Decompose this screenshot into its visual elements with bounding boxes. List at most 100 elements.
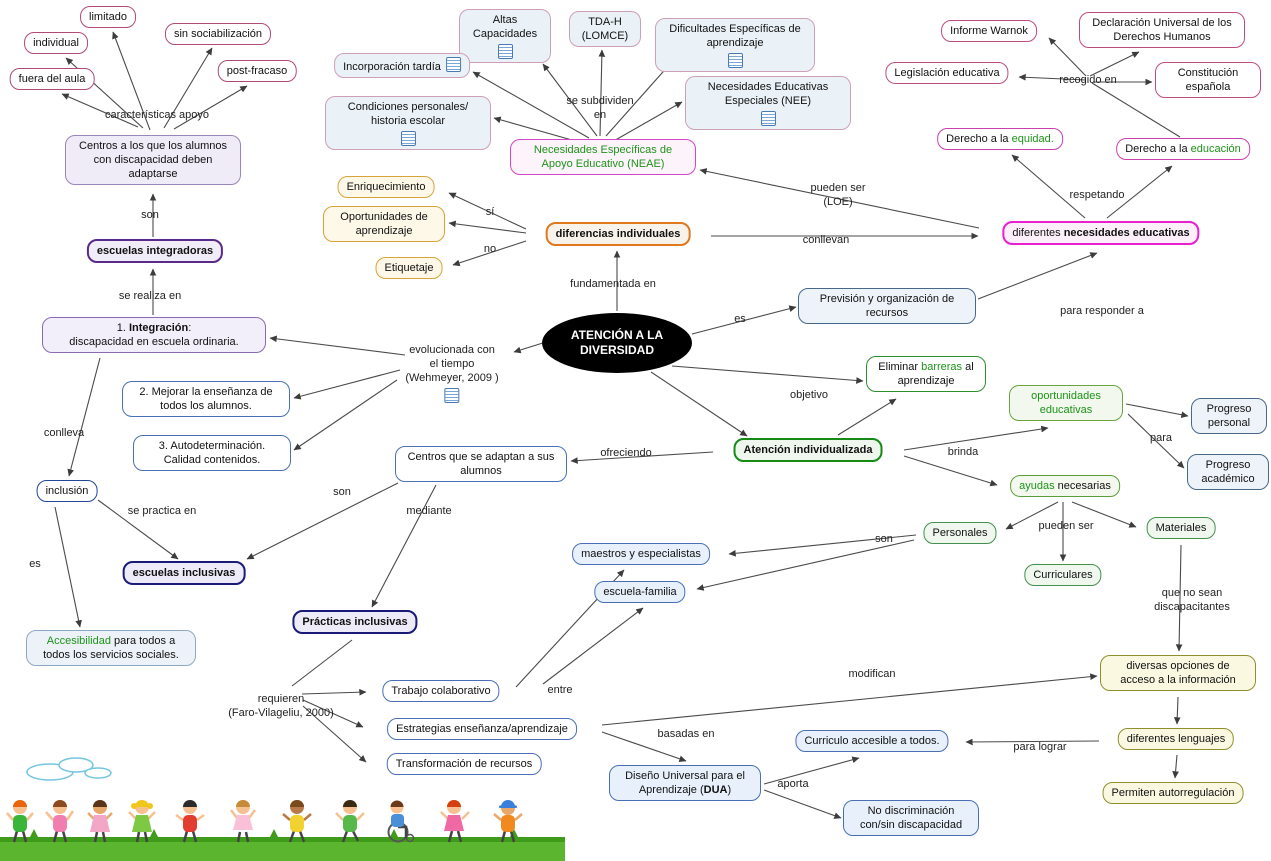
connector-arrow [1172,754,1179,779]
node-integracion[interactable]: 1. Integración: discapacidad en escuela … [42,317,266,354]
node-informe-warnok[interactable]: Informe Warnok [941,20,1037,43]
label-modifican-text: modifican [848,668,896,680]
label-son-1-text: son [141,209,159,221]
connector-arrow [97,499,179,560]
node-centros-adaptan[interactable]: Centros que se adaptan a sus alumnos [395,446,567,483]
node-neae[interactable]: Necesidades Específicas de Apoyo Educati… [510,139,696,176]
node-derecho-equidad[interactable]: Derecho a la equidad. [937,128,1063,151]
label-son-2: son [331,484,353,500]
node-etiquetaje[interactable]: Etiquetaje [375,257,443,280]
node-incorporacion-tardia[interactable]: Incorporación tardía [334,53,470,79]
node-diversas-opciones[interactable]: diversas opciones de acceso a la informa… [1100,655,1256,692]
connector-arrow [448,220,527,234]
node-constitucion[interactable]: Constitución española [1155,62,1261,99]
node-oportunidades-educativas[interactable]: oportunidades educativas [1009,385,1123,422]
node-permiten-autorregulacion-text: Permiten autorregulación [1111,787,1235,799]
connector-arrow [611,101,683,143]
node-tdah[interactable]: TDA-H (LOMCE) [569,11,641,48]
label-requieren-text: requieren (Faro-Vilageliu, 2000) [228,693,334,720]
node-mejorar-ensenanza[interactable]: 2. Mejorar la enseñanza de todos los alu… [122,381,290,418]
node-integracion-text: : discapacidad en escuela ordinaria. [69,322,239,349]
label-que-no-sean-text: que no sean discapacitantes [1154,587,1230,614]
connector-arrow [1071,501,1137,528]
node-legislacion-educativa[interactable]: Legislación educativa [885,62,1009,85]
node-transformacion-recursos[interactable]: Transformación de recursos [386,753,542,776]
connector-arrow [293,379,398,451]
label-se-realiza-en: se realiza en [117,288,183,304]
connector-arrow [671,365,864,384]
label-mediante-text: mediante [406,505,452,517]
node-trabajo-colaborativo[interactable]: Trabajo colaborativo [382,680,500,703]
node-ayudas-necesarias[interactable]: ayudas necesarias [1010,475,1120,498]
label-conllevan: conllevan [801,232,851,248]
label-respetando: respetando [1067,187,1126,203]
connector-arrow [728,534,917,557]
node-individual[interactable]: individual [24,32,88,55]
node-escuelas-inclusivas[interactable]: escuelas inclusivas [122,561,246,586]
node-oportunidades-educativas-text: oportunidades educativas [1031,390,1101,417]
node-nee-text: Necesidades Educativas Especiales (NEE) [707,81,829,108]
node-diferentes-necesidades[interactable]: diferentes necesidades educativas [1002,221,1200,246]
node-no-discriminacion[interactable]: No discriminación con/sin discapacidad [843,800,979,837]
node-derecho-educacion[interactable]: Derecho a la educación [1116,138,1250,161]
node-atencion-diversidad[interactable]: ATENCIÓN A LA DIVERSIDAD [542,313,692,373]
node-escuela-familia[interactable]: escuela-familia [594,581,686,604]
node-progreso-academico[interactable]: Progreso académico [1187,454,1269,491]
node-progreso-personal[interactable]: Progreso personal [1191,398,1267,435]
node-prevision-recursos[interactable]: Previsión y organización de recursos [798,288,976,325]
node-dua-text: Diseño Universal para el Aprendizaje ( [625,770,745,797]
label-que-no-sean: que no sean discapacitantes [1152,585,1232,615]
connector-arrow [112,31,151,131]
connector-arrow [691,305,797,335]
connector-arrow [542,63,598,137]
node-autodeterminacion-text: 3. Autodeterminación. Calidad contenidos… [158,440,266,467]
node-fuera-del-aula[interactable]: fuera del aula [9,68,95,91]
node-maestros-especialistas[interactable]: maestros y especialistas [572,543,710,566]
node-personales[interactable]: Personales [923,522,997,545]
node-diferencias-individuales[interactable]: diferencias individuales [545,222,691,247]
connector-arrow [302,699,364,728]
node-inclusion[interactable]: inclusión [36,480,98,503]
node-materiales[interactable]: Materiales [1146,517,1216,540]
label-aporta-text: aporta [777,778,809,790]
node-escuelas-integradoras[interactable]: escuelas integradoras [86,239,224,264]
node-dificultades-especificas-text: Dificultades Específicas de aprendizaje [669,23,801,50]
node-curriculo-accesible[interactable]: Curriculo accesible a todos. [795,730,949,753]
node-centros-adaptarse[interactable]: Centros a los que los alumnos con discap… [65,135,241,186]
node-derecho-educacion-text: Derecho a la [1125,143,1191,155]
node-eliminar-barreras[interactable]: Eliminar barreras al aprendizaje [866,356,986,393]
node-condiciones-personales[interactable]: Condiciones personales/ historia escolar [325,96,491,151]
node-curriculares[interactable]: Curriculares [1024,564,1102,587]
node-individual-text: individual [33,37,79,49]
node-no-discriminacion-text: No discriminación con/sin discapacidad [859,805,963,832]
node-permiten-autorregulacion[interactable]: Permiten autorregulación [1102,782,1244,805]
node-practicas-inclusivas[interactable]: Prácticas inclusivas [292,610,418,635]
node-autodeterminacion[interactable]: 3. Autodeterminación. Calidad contenidos… [133,435,291,472]
node-dua[interactable]: Diseño Universal para el Aprendizaje (DU… [609,765,761,802]
node-enriquecimiento[interactable]: Enriquecimiento [337,176,435,199]
node-estrategias[interactable]: Estrategias enseñanza/aprendizaje [387,718,577,741]
node-estrategias-text: Estrategias enseñanza/aprendizaje [396,723,568,735]
node-declaracion-universal-text: Declaración Universal de los Derechos Hu… [1092,17,1232,44]
node-diferentes-lenguajes[interactable]: diferentes lenguajes [1117,728,1235,751]
node-declaracion-universal[interactable]: Declaración Universal de los Derechos Hu… [1079,12,1245,49]
children-illustration [0,757,565,861]
node-oportunidades-aprendizaje[interactable]: Oportunidades de aprendizaje [323,206,445,243]
node-eliminar-barreras-text: barreras [921,361,963,373]
connector-arrow [1125,403,1189,419]
node-limitado[interactable]: limitado [80,6,136,29]
label-se-subdividen: se subdividen en [564,93,635,123]
connector-arrow [302,705,367,763]
node-atencion-individualizada[interactable]: Atención individualizada [733,438,883,463]
node-dificultades-especificas[interactable]: Dificultades Específicas de aprendizaje [655,18,815,73]
label-si-text: sí [485,206,495,218]
connector-arrow [605,63,671,137]
label-brinda: brinda [946,444,981,460]
node-nee[interactable]: Necesidades Educativas Especiales (NEE) [685,76,851,131]
node-integracion-text: 1. [116,322,129,334]
node-post-fracaso[interactable]: post-fracaso [217,60,297,83]
node-accesibilidad[interactable]: Accesibilidad para todos a todos los ser… [26,630,196,667]
node-sin-sociabilizacion[interactable]: sin sociabilización [164,23,272,46]
node-altas-capacidades[interactable]: Altas Capacidades [459,9,551,64]
